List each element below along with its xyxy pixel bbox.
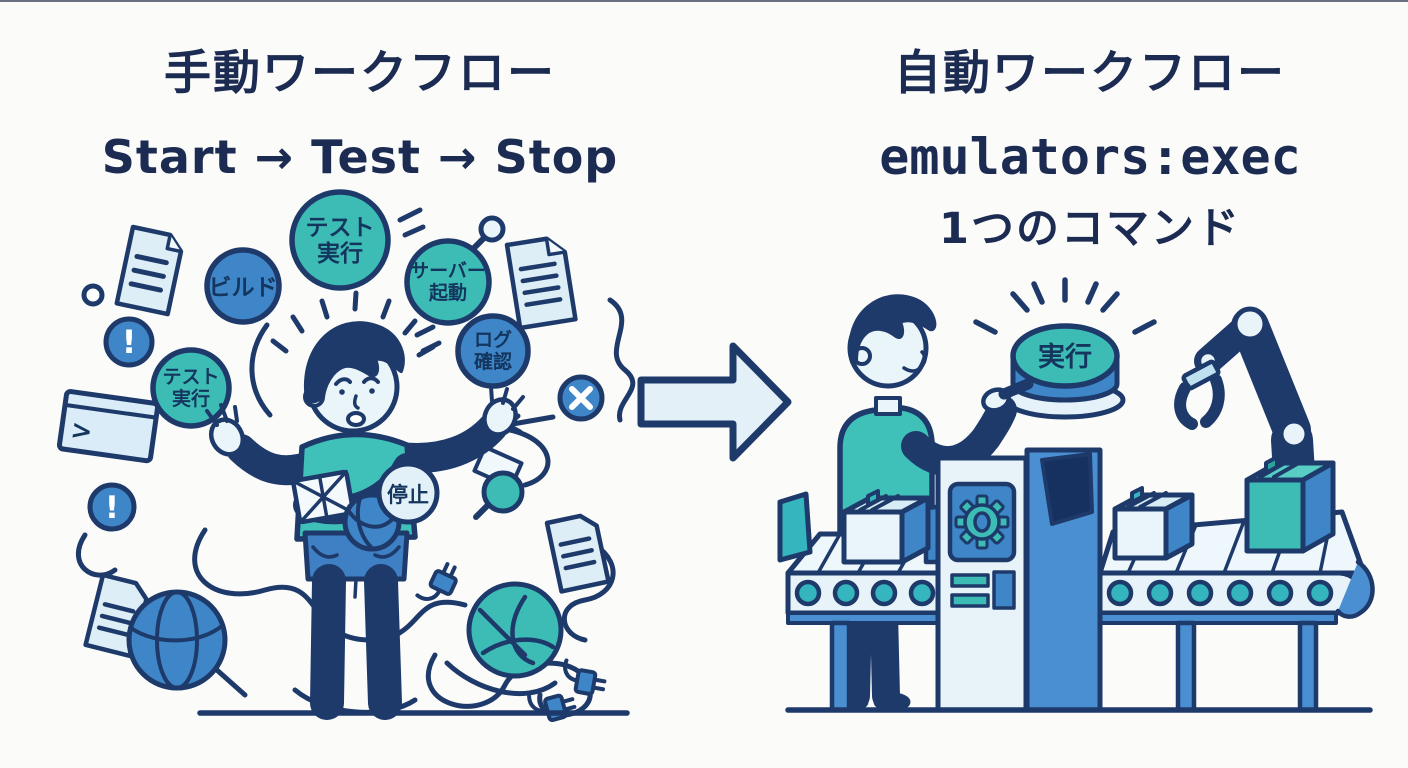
open-hand xyxy=(482,385,525,437)
svg-text:ビルド: ビルド xyxy=(209,275,278,301)
svg-text:停止: 停止 xyxy=(387,483,429,507)
task-bubble-log-check: ログ 確認 xyxy=(455,313,531,389)
top-edge-artifact xyxy=(0,0,1408,2)
svg-text:起動: 起動 xyxy=(428,282,467,304)
document-icon xyxy=(114,224,184,317)
svg-text:ログ: ログ xyxy=(474,328,512,351)
task-bubble-stop: 停止 xyxy=(376,449,440,525)
auto-workflow-title: 自動ワークフロー xyxy=(894,46,1286,101)
task-bubble-server-start: サーバー 起動 xyxy=(404,238,492,326)
terminal-prompt: > xyxy=(69,415,95,448)
yarn-tangle-icon xyxy=(466,581,564,679)
run-button-label: 実行 xyxy=(1038,341,1092,373)
stressed-person-head xyxy=(303,321,405,434)
globe-tangle-icon xyxy=(126,589,228,691)
dot-icon xyxy=(81,283,105,307)
document-icon xyxy=(504,236,578,331)
svg-text:実行: 実行 xyxy=(317,240,363,267)
alert-icon: ! xyxy=(103,316,155,368)
held-box-icon xyxy=(291,469,356,525)
task-bubble-test-run-2: テスト 実行 xyxy=(150,347,232,429)
plug-icon xyxy=(563,658,607,696)
juggler-person: 停止 xyxy=(205,290,525,720)
console-slot xyxy=(950,573,990,588)
task-bubble-test-run: テスト 実行 xyxy=(289,189,391,291)
operator-person xyxy=(831,294,1034,712)
box-icon xyxy=(777,491,813,563)
run-button: 実行 xyxy=(1004,323,1126,420)
manual-workflow-title: 手動ワークフロー xyxy=(164,46,556,101)
emulators-exec-command: emulators:exec xyxy=(879,128,1301,186)
automated-scene: 実行 xyxy=(777,277,1375,713)
plug-icon xyxy=(415,562,458,601)
console-slot xyxy=(950,593,990,608)
svg-text:!: ! xyxy=(122,323,137,361)
gear-icon xyxy=(954,494,1010,550)
shine-rays xyxy=(973,277,1157,335)
box-icon xyxy=(1244,455,1336,554)
one-command-subtitle: 1つのコマンド xyxy=(939,204,1241,254)
box-icon xyxy=(1112,486,1195,561)
lens-icon xyxy=(473,470,525,520)
machine-pillar xyxy=(1024,447,1103,713)
transition-arrow-icon xyxy=(637,342,792,462)
svg-text:実行: 実行 xyxy=(172,387,210,410)
control-console xyxy=(935,455,1029,713)
open-hand xyxy=(205,403,246,457)
svg-text:!: ! xyxy=(105,490,119,526)
box-icon xyxy=(841,489,931,565)
manual-chaos-scene: > xyxy=(56,189,636,723)
console-slot xyxy=(992,570,1016,610)
task-bubble-build: ビルド xyxy=(204,247,282,325)
terminal-icon: > xyxy=(56,389,161,464)
document-icon xyxy=(544,513,611,594)
alert-icon: ! xyxy=(87,482,137,532)
svg-text:テスト: テスト xyxy=(306,215,375,241)
manual-workflow-steps: Start → Test → Stop xyxy=(101,130,619,184)
svg-text:サーバー: サーバー xyxy=(410,260,486,282)
svg-text:テスト: テスト xyxy=(162,366,219,388)
magnifier-icon xyxy=(468,215,506,254)
svg-text:確認: 確認 xyxy=(474,350,512,373)
stress-dashes xyxy=(270,290,436,358)
error-x-icon xyxy=(557,374,605,422)
